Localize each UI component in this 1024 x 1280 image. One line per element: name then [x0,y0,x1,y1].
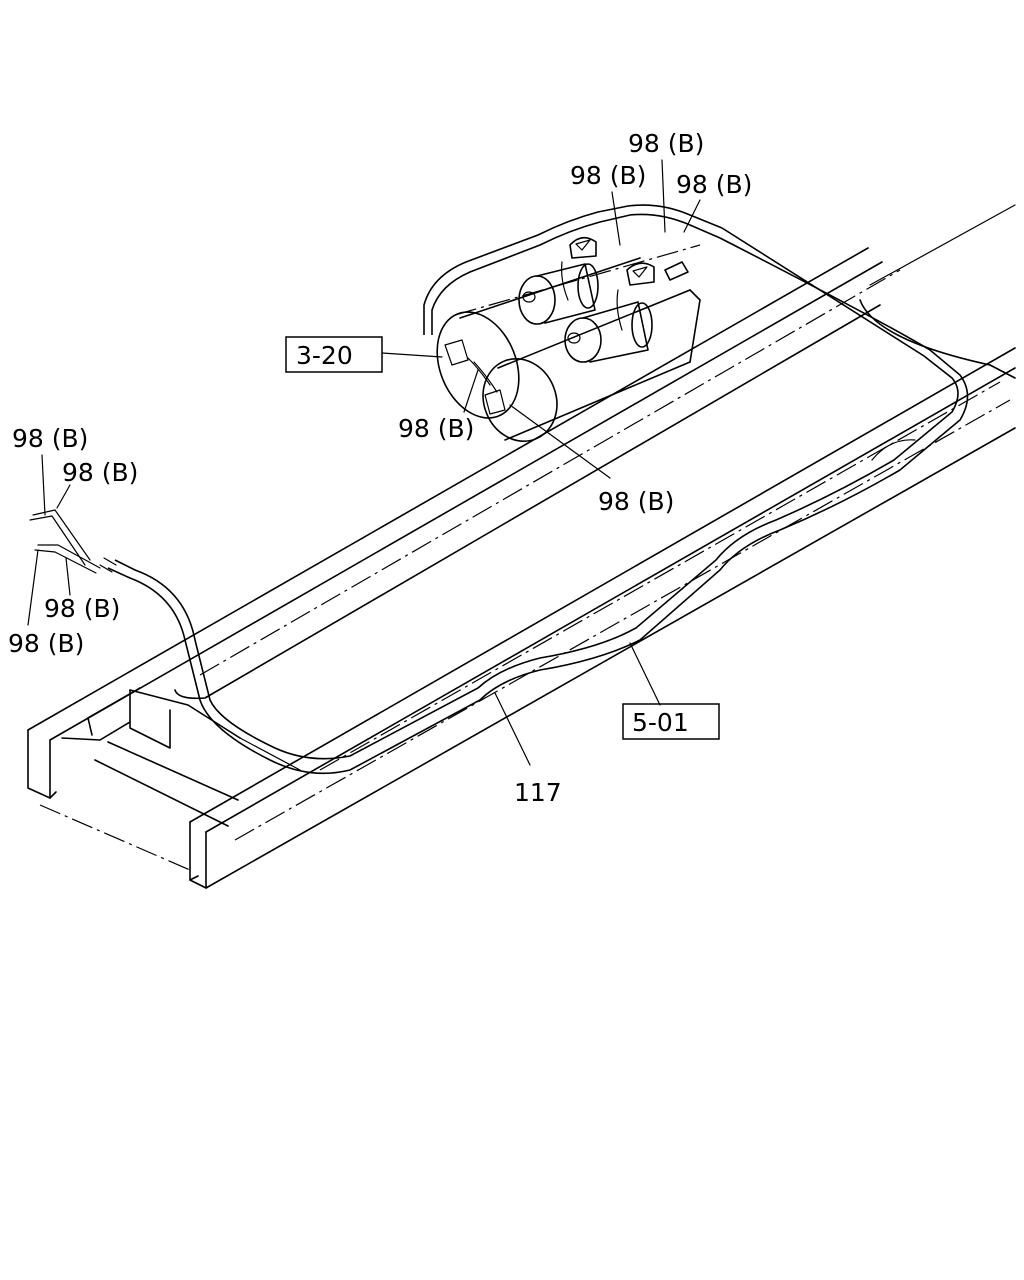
label-98b-top-center: 98 (B) [628,129,704,158]
leader-lines [27,159,701,766]
ref-box-frame [622,703,720,740]
air-tank-assembly [436,236,701,443]
brake-pipe [99,204,969,775]
label-98b-left-1: 98 (B) [12,424,88,453]
chassis-frame [27,204,1016,889]
label-98b-left-4: 98 (B) [8,629,84,658]
label-ref-3-20: 3-20 [296,341,353,370]
label-98b-tank-bottom: 98 (B) [398,414,474,443]
label-98b-top-left: 98 (B) [570,161,646,190]
pipe-ends-left [29,509,101,574]
label-ref-5-01: 5-01 [632,708,689,737]
label-98b-left-2: 98 (B) [62,458,138,487]
label-pipe-117: 117 [514,778,562,807]
ref-box-tank [285,336,383,373]
label-98b-left-3: 98 (B) [44,594,120,623]
label-98b-top-right: 98 (B) [676,170,752,199]
label-98b-tank-diag: 98 (B) [598,487,674,516]
